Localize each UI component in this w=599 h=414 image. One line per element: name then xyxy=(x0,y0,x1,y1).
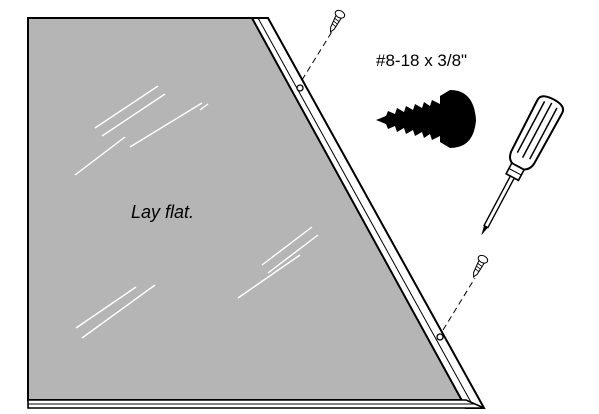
screw-hole-top xyxy=(296,84,304,92)
screw-bottom xyxy=(442,254,489,331)
guide-line-top xyxy=(301,29,334,81)
glass-panel xyxy=(27,17,468,401)
screw-top xyxy=(301,9,346,81)
screw-hole-bottom xyxy=(436,333,444,341)
glass-surface xyxy=(27,17,468,401)
screw-spec-label: #8-18 x 3/8" xyxy=(376,51,467,70)
frame-inner-line xyxy=(257,17,473,405)
screw-detail-icon xyxy=(376,90,476,148)
screwdriver-icon xyxy=(481,95,565,236)
frame-edge xyxy=(27,17,486,409)
guide-line-bottom xyxy=(442,277,476,331)
glass-reflections xyxy=(74,85,319,339)
instruction-label: Lay flat. xyxy=(131,202,194,222)
